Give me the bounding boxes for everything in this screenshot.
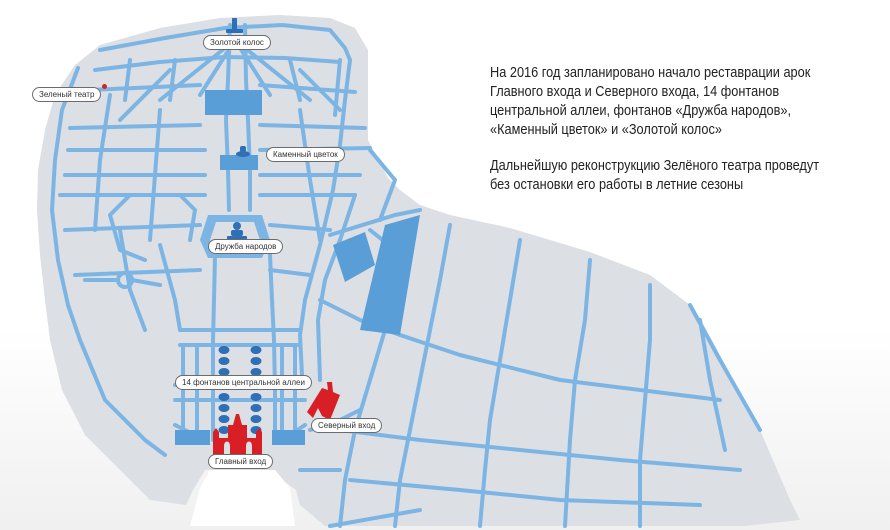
golden-ear-fountain-icon [226,18,243,33]
label-14-fountains: 14 фонтанов центральной аллеи [175,375,312,390]
description-paragraph-2: Дальнейшую реконструкцию Зелёного театра… [490,158,820,193]
label-stone-flower: Каменный цветок [266,147,345,162]
main-entrance-arch-icon [213,414,262,455]
stone-flower-fountain-icon [236,146,250,157]
green-theatre-marker-icon [102,84,107,89]
label-green-theatre: Зеленый театр [32,87,102,102]
road-network [50,23,762,528]
label-north-entrance: Северный вход [311,418,383,433]
label-friendship: Дружба народов [208,239,284,254]
description-text: На 2016 год запланировано начало реставр… [490,64,824,212]
north-entrance-arch-icon [307,382,340,420]
label-main-entrance: Главный вход [208,454,274,469]
description-paragraph-1: На 2016 год запланировано начало реставр… [490,65,811,138]
fountains-central-alley [218,346,262,434]
label-golden-ear: Золотой колос [203,35,271,50]
